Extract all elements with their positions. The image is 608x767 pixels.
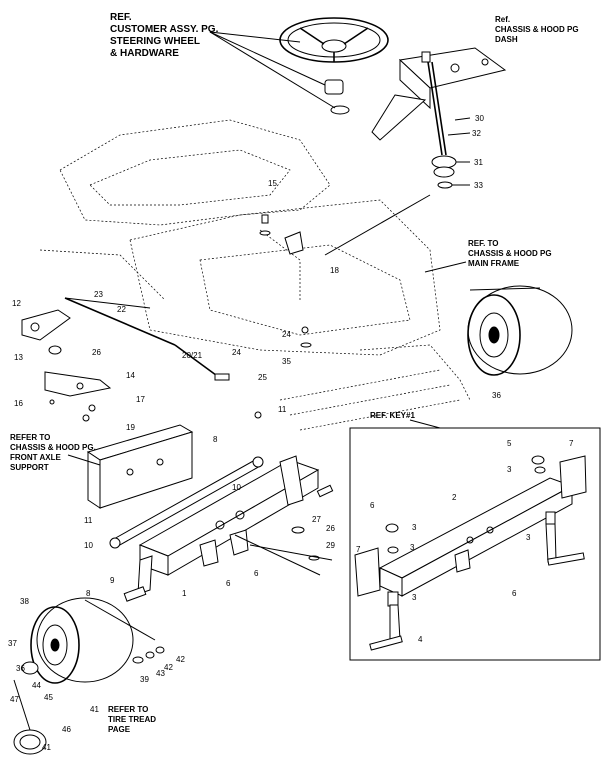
part-8a: 8	[213, 435, 218, 444]
part-11a: 11	[278, 405, 287, 414]
part-19: 19	[126, 423, 135, 432]
ref-key-inset	[349, 427, 601, 661]
part-2: 2	[452, 493, 457, 502]
ref-dash-line-2: CHASSIS & HOOD PG	[495, 25, 579, 34]
part-46: 46	[62, 725, 71, 734]
ref-dash-line-1: Ref.	[495, 15, 510, 24]
part-4: 4	[418, 635, 423, 644]
part-3b: 3	[412, 523, 417, 532]
part-5b: 6	[512, 589, 517, 598]
part-32: 32	[472, 129, 481, 138]
part-26b: 26	[326, 524, 335, 533]
part-47: 47	[10, 695, 19, 704]
ref-tire-line-1: REFER TO	[108, 705, 148, 714]
part-42a: 42	[176, 655, 185, 664]
hub-cap	[13, 679, 47, 755]
part-39: 39	[140, 675, 149, 684]
part-20-21: 20/21	[182, 351, 203, 360]
callout-ref-dash: Ref. CHASSIS & HOOD PG DASH	[495, 15, 579, 44]
part-44: 44	[32, 681, 41, 690]
part-3d: 3	[526, 533, 531, 542]
part-24b: 24	[282, 330, 291, 339]
part-9: 9	[110, 576, 115, 585]
steering-wheel	[279, 17, 389, 115]
part-25: 25	[258, 373, 267, 382]
part-26a: 26	[92, 348, 101, 357]
part-29: 29	[326, 541, 335, 550]
ref-axle-line-3: FRONT AXLE	[10, 453, 61, 462]
part-27: 27	[312, 515, 321, 524]
part-37: 37	[8, 639, 17, 648]
part-3c: 3	[410, 543, 415, 552]
ref-axle-line-1: REFER TO	[10, 433, 50, 442]
chassis-ghost-outline	[39, 119, 471, 431]
ref-tire-line-2: TIRE TREAD	[108, 715, 156, 724]
part-22: 22	[117, 305, 126, 314]
part-numbers: 30 32 31 33 15 18 12 23 22 13 26 20/21 2…	[8, 114, 574, 752]
part-10a: 10	[232, 483, 241, 492]
ref-axle-line-4: SUPPORT	[10, 463, 49, 472]
tire-38	[21, 597, 165, 684]
part-18: 18	[330, 266, 339, 275]
part-7b: 7	[356, 545, 361, 554]
part-3e: 3	[412, 593, 417, 602]
callout-ref-wheel: REF. CUSTOMER ASSY. PG. STEERING WHEEL &…	[110, 12, 219, 59]
part-33: 33	[474, 181, 483, 190]
frame-hardware	[254, 214, 312, 419]
part-13: 13	[14, 353, 23, 362]
part-45: 45	[44, 693, 53, 702]
part-35: 35	[282, 357, 291, 366]
callout-ref-front-axle: REFER TO CHASSIS & HOOD PG. FRONT AXLE S…	[10, 433, 96, 472]
ref-frame-line-3: MAIN FRAME	[468, 259, 520, 268]
front-axle-main	[123, 455, 334, 602]
part-41a: 41	[90, 705, 99, 714]
part-30: 30	[475, 114, 484, 123]
ref-tire-line-3: PAGE	[108, 725, 131, 734]
ref-frame-line-1: REF. TO	[468, 239, 499, 248]
part-38: 38	[20, 597, 29, 606]
part-43: 43	[156, 669, 165, 678]
part-42b: 42	[164, 663, 173, 672]
part-1: 1	[182, 589, 187, 598]
part-7a: 7	[569, 439, 574, 448]
part-5: 5	[507, 439, 512, 448]
ref-wheel-line-1: REF.	[110, 12, 132, 23]
pitman-arm	[21, 309, 112, 422]
ref-wheel-line-4: & HARDWARE	[110, 48, 179, 59]
dash-support	[371, 47, 507, 141]
part-12: 12	[12, 299, 21, 308]
part-41b: 41	[42, 743, 51, 752]
callout-ref-tire: REFER TO TIRE TREAD PAGE	[108, 705, 156, 734]
part-6a: 6	[226, 579, 231, 588]
part-16: 16	[14, 399, 23, 408]
part-6b: 6	[370, 501, 375, 510]
part-3a: 3	[507, 465, 512, 474]
part-31: 31	[474, 158, 483, 167]
ref-frame-line-2: CHASSIS & HOOD PG	[468, 249, 552, 258]
part-14: 14	[126, 371, 135, 380]
ref-wheel-line-3: STEERING WHEEL	[110, 36, 200, 47]
part-23: 23	[94, 290, 103, 299]
part-24a: 24	[232, 348, 241, 357]
callout-ref-main-frame: REF. TO CHASSIS & HOOD PG MAIN FRAME	[468, 239, 552, 268]
drag-link	[64, 297, 230, 381]
tire-36	[467, 285, 573, 376]
ref-axle-line-2: CHASSIS & HOOD PG.	[10, 443, 96, 452]
part-8b: 8	[86, 589, 91, 598]
front-axle-support	[86, 424, 194, 509]
ref-dash-line-3: DASH	[495, 35, 518, 44]
tie-rod	[109, 456, 264, 549]
steering-shaft	[421, 51, 457, 189]
part-6c: 6	[254, 569, 259, 578]
part-10b: 10	[84, 541, 93, 550]
part-15: 15	[268, 179, 277, 188]
ref-key-label: REF. KEY#1	[370, 411, 415, 420]
ref-wheel-line-2: CUSTOMER ASSY. PG.	[110, 24, 219, 35]
part-36a: 36	[492, 391, 501, 400]
part-36b: 36	[16, 664, 25, 673]
part-11b: 11	[84, 516, 93, 525]
part-17: 17	[136, 395, 145, 404]
